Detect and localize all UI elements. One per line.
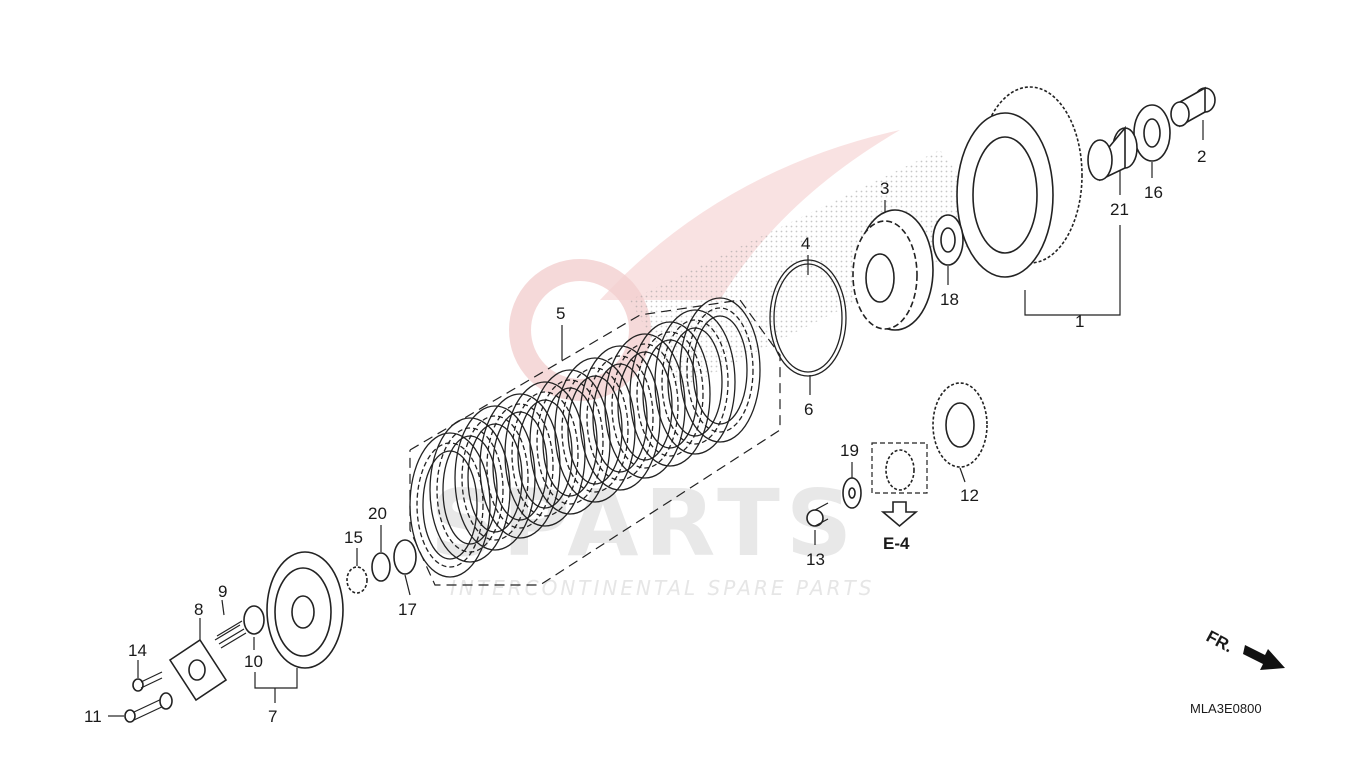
part-washer-16 [1133, 104, 1171, 162]
callout-3: 3 [880, 179, 889, 198]
callout-19: 19 [840, 441, 859, 460]
callout-10: 10 [244, 652, 263, 671]
callout-5: 5 [556, 304, 565, 323]
watermark-swoosh [600, 130, 900, 300]
watermark-tagline: INTERCONTINENTAL SPARE PARTS [450, 576, 874, 600]
callout-14: 14 [128, 641, 147, 660]
callout-20: 20 [368, 504, 387, 523]
part-bolt-14 [132, 671, 163, 692]
part-washer-19 [842, 477, 862, 509]
direction-indicator: FR. [1203, 627, 1285, 670]
leader-lines [108, 120, 1204, 717]
callout-12: 12 [960, 486, 979, 505]
part-washer-20 [371, 552, 391, 582]
part-clutch-center [852, 209, 934, 331]
callout-8: 8 [194, 600, 203, 619]
watermark-brand: SPARTS [430, 470, 858, 577]
callout-15: 15 [344, 528, 363, 547]
part-lifter-rod [124, 692, 173, 723]
callout-17: 17 [398, 600, 417, 619]
callout-18: 18 [940, 290, 959, 309]
part-nut-15 [346, 566, 368, 594]
part-lifter-plate [266, 551, 344, 669]
part-clutch-outer [956, 86, 1083, 278]
callout-labels: 2 16 21 1 3 18 4 6 5 12 19 13 15 20 17 1… [84, 147, 1206, 726]
part-snap-ring-17 [393, 539, 417, 575]
direction-label: FR. [1203, 627, 1236, 657]
watermark: SPARTS INTERCONTINENTAL SPARE PARTS [430, 130, 900, 600]
reference-label: E-4 [883, 534, 910, 553]
part-needle-bearing [1087, 125, 1138, 182]
callout-1: 1 [1075, 312, 1084, 331]
callout-11: 11 [84, 707, 102, 726]
part-bolt-13 [806, 502, 829, 527]
callout-6: 6 [804, 400, 813, 419]
part-collar [1170, 86, 1216, 128]
callout-16: 16 [1144, 183, 1163, 202]
part-washer-18 [932, 214, 964, 266]
callout-2: 2 [1197, 147, 1206, 166]
direction-arrow-icon [1243, 645, 1285, 670]
reference-gear-box [871, 442, 928, 494]
part-plate-8 [168, 638, 228, 702]
callout-21: 21 [1110, 200, 1129, 219]
callout-7: 7 [268, 707, 277, 726]
callout-9: 9 [218, 582, 227, 601]
callout-13: 13 [806, 550, 825, 569]
diagram-code: MLA3E0800 [1190, 701, 1262, 716]
callout-4: 4 [801, 234, 810, 253]
reference-arrow-icon [880, 501, 919, 528]
part-primary-gear [932, 382, 988, 468]
part-spring-9 [214, 620, 247, 649]
part-o-ring-10 [243, 605, 265, 635]
